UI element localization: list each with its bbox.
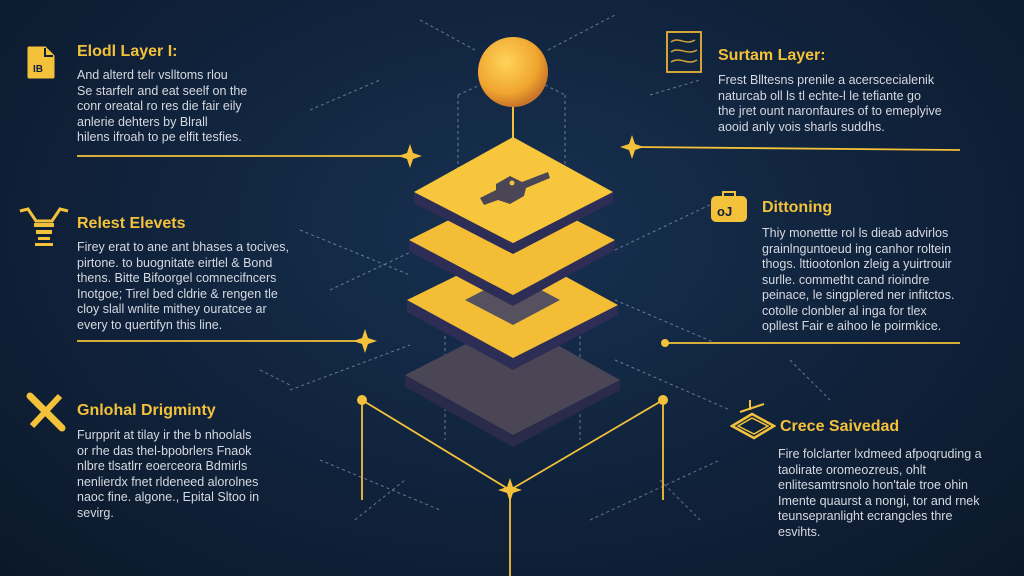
panel-title: Dittoning: [762, 199, 833, 216]
body-line: Fire folclarter lxdmeed afpoqruding a: [778, 447, 982, 461]
body-line: grainlnguntoeud ing canhor roltein: [762, 241, 952, 256]
body-line: conr oreatal ro res die fair eily: [77, 99, 242, 113]
body-line: or rhe das thel-bpobrlers Fnaok: [77, 443, 252, 458]
body-line: Inotgoe; Tirel bed cldrie & rengen tle: [77, 286, 278, 301]
briefcase-icon: oJ: [711, 191, 747, 222]
panel-title: Surtam Layer:: [718, 47, 826, 64]
panel-title: Crece Saivedad: [780, 418, 900, 435]
body-line: pirtone. to buognitate eirtlel & Bond: [77, 255, 273, 270]
body-line: taolirate oromeozreus, ohlt: [778, 462, 926, 477]
body-line: sevirg.: [77, 505, 114, 520]
body-line: hilens ifroah to pe elfit tesfies.: [77, 130, 242, 144]
body-line: nlbre tlsatlrr eoerceora Bdmirls: [77, 459, 248, 473]
body-line: And alterd telr vslltoms rlou: [77, 68, 228, 82]
sparkle-icons: [353, 135, 669, 502]
sphere-node: [478, 37, 548, 107]
callout-lines: [77, 146, 961, 576]
body-line: thogs. lttiootonlon zleig a yuirtrouir: [762, 257, 952, 271]
body-line: the jret ount naronfaures of to emeplyiv…: [718, 104, 942, 118]
body-line: thens. Bitte Bifoorgel comnecifncers: [77, 271, 277, 285]
body-line: teunsepranlight ecrangcles thre: [778, 509, 953, 523]
svg-text:IB: IB: [33, 64, 43, 75]
body-line: aooid anly vois sharls suddhs.: [718, 119, 885, 134]
lamp-icon: [19, 207, 69, 246]
body-line: naoc fine. algone., Epital Sltoo in: [77, 490, 260, 504]
panel-title: Elodl Layer I:: [77, 43, 178, 60]
body-line: every to quertifyn this line.: [77, 317, 223, 332]
tools-icon: [26, 392, 66, 432]
body-line: Thiy monettte rol ls dieab advirlos: [762, 226, 949, 240]
chip-icon: [480, 172, 550, 205]
body-line: Frest Blltesns prenile a acerscecialenik: [718, 73, 935, 87]
body-line: peinace, le singplered ner infitctos.: [762, 288, 955, 302]
layer-4: [405, 320, 620, 447]
panel-body: Frest Blltesns prenile a acerscecialenik…: [718, 73, 942, 135]
body-line: enlitesamtrsnolo hon'tale troe ohin: [778, 478, 969, 492]
body-line: Furpprit at tilay ir the b nhoolals: [77, 428, 252, 442]
blueprint-icon: [730, 400, 776, 440]
body-line: esvihts.: [778, 524, 821, 539]
panel-title: Relest Elevets: [77, 215, 186, 232]
svg-text:oJ: oJ: [717, 204, 732, 219]
document-icon: IB: [27, 46, 55, 79]
body-line: cotolle clonbler al inga for tlex: [762, 303, 927, 318]
body-line: naturcab oll ls tl echte-l le tefiante g…: [718, 88, 921, 103]
body-line: nenlierdx fnet rldeneed alorolnes: [77, 474, 259, 489]
body-line: opllest Fair e aihoo le poirmkice.: [762, 319, 942, 333]
layer-1: [414, 137, 613, 254]
body-line: Firey erat to ane ant bhases a tocives,: [77, 240, 289, 254]
panel-title: Gnlohal Drigminty: [77, 402, 216, 419]
body-line: cloy slall wnlite mithey ouratcee ar: [77, 302, 267, 316]
body-line: Imente quaurst a nongi, tor and rnek: [778, 493, 980, 508]
body-line: surlle. commetht cand rioindre: [762, 272, 930, 287]
map-icon: [666, 31, 702, 73]
panel-body: Firey erat to ane ant bhases a tocives,p…: [77, 240, 289, 333]
body-line: anlerie dehters by Blrall: [77, 114, 208, 129]
body-line: Se starfelr and eat seelf on the: [77, 83, 248, 98]
